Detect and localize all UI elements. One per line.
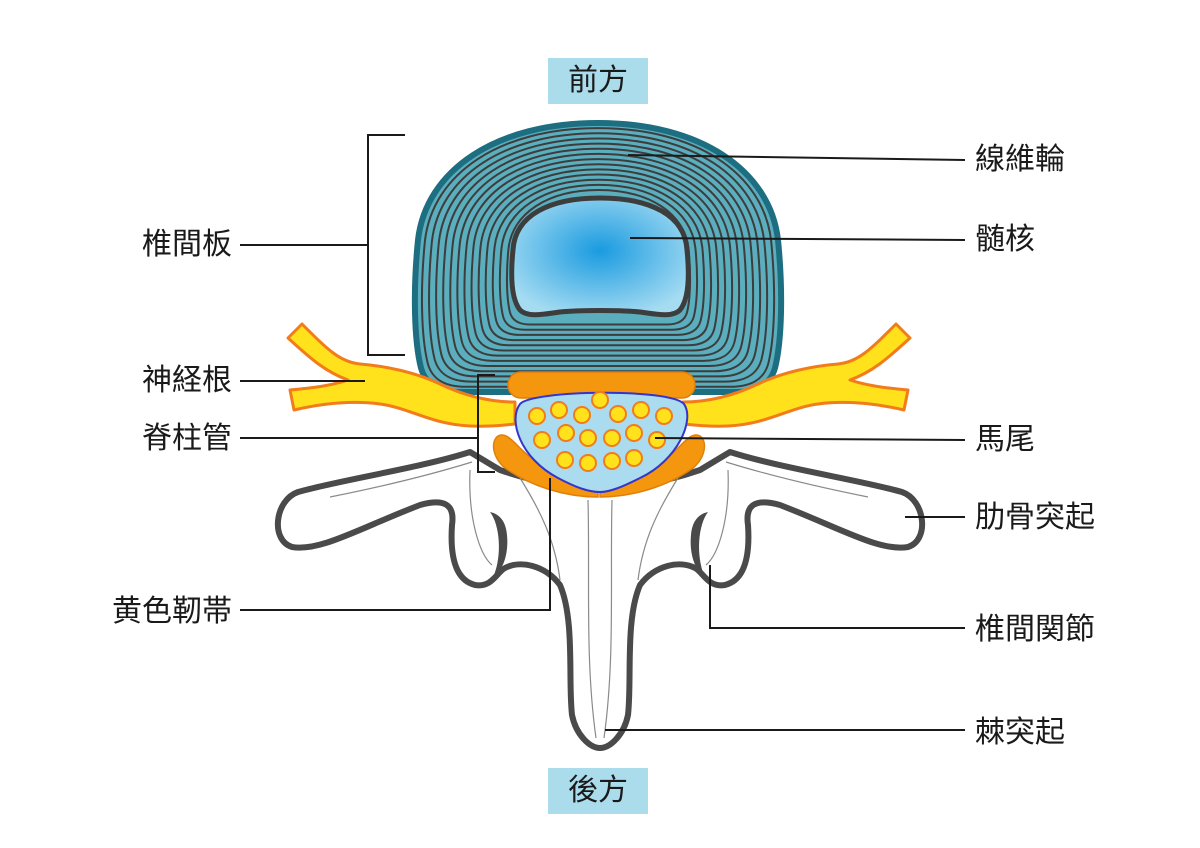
leader-line-facet-joint [709,565,965,629]
nerve-fiber [533,431,551,449]
nerve-fiber [528,407,546,425]
nucleus-pulposus [509,195,691,318]
leader-lines [240,134,966,731]
nerve-fiber [625,449,643,467]
spinous-process-line-left [587,499,597,739]
nerve-fiber [655,407,673,425]
spinal-canal [514,391,689,494]
nerve-fiber [591,391,609,409]
annulus-ring [443,144,753,372]
spinous-process-line-right [603,499,613,739]
bracket-intervertebral-disc [367,134,405,356]
nerve-root-right [681,322,912,428]
annulus-ring [464,159,732,356]
leader-line-ligamentum-flavum [240,478,551,611]
cauda-equina [528,391,673,472]
nerve-fiber [603,452,621,470]
annulus-ring [500,185,697,330]
nerve-fiber [648,431,666,449]
nerve-fiber [603,429,621,447]
nerve-fiber [557,424,575,442]
annulus-ring [472,164,726,350]
leader-line-nucleus-pulposus [629,237,966,241]
annulus-rings [422,128,774,387]
annulus-ring [486,175,711,341]
annulus-ring [493,180,704,335]
leader-line-annulus-fibrosus [627,154,966,161]
arch-inner-line-right [637,477,679,581]
lamina-right-line [705,469,729,566]
annulus-ring [479,169,718,345]
nerve-fiber [632,401,650,419]
bracket-spinal-canal [477,374,495,473]
label-posterior: 後方 [548,768,648,814]
label-cauda-equina: 馬尾 [975,422,1035,457]
label-nucleus-pulposus: 髄核 [975,222,1035,257]
intervertebral-disc [411,119,785,395]
label-spinous-process: 棘突起 [975,715,1065,750]
label-ligamentum-flavum: 黄色靭帯 [112,594,232,629]
nerve-fiber [579,429,597,447]
lamina-left-line [469,469,493,566]
nerve-fiber [609,405,627,423]
label-transverse-process: 肋骨突起 [975,500,1095,535]
annulus-ring [457,154,739,361]
label-spinal-canal: 脊柱管 [142,421,232,456]
label-facet-joint: 椎間関節 [975,612,1095,647]
vertebral-arch-outline [274,449,926,751]
label-intervertebral-disc: 椎間板 [142,227,232,262]
nerve-fiber [625,424,643,442]
nerve-fiber [550,401,568,419]
label-nerve-root: 神経根 [142,363,232,398]
arch-inner-line-left [519,477,561,581]
nerve-fiber [579,454,597,472]
transverse-process-left-line [329,461,473,498]
leader-line-cauda-equina [654,437,966,441]
nerve-fiber [573,406,591,424]
label-anterior: 前方 [548,58,648,104]
annulus-ring [450,149,746,366]
transverse-process-right-line [725,461,869,498]
facet-joint-right [690,512,708,575]
nerve-fiber [556,451,574,469]
label-annulus-fibrosus: 線維輪 [975,142,1065,177]
facet-joint-left [490,512,508,575]
